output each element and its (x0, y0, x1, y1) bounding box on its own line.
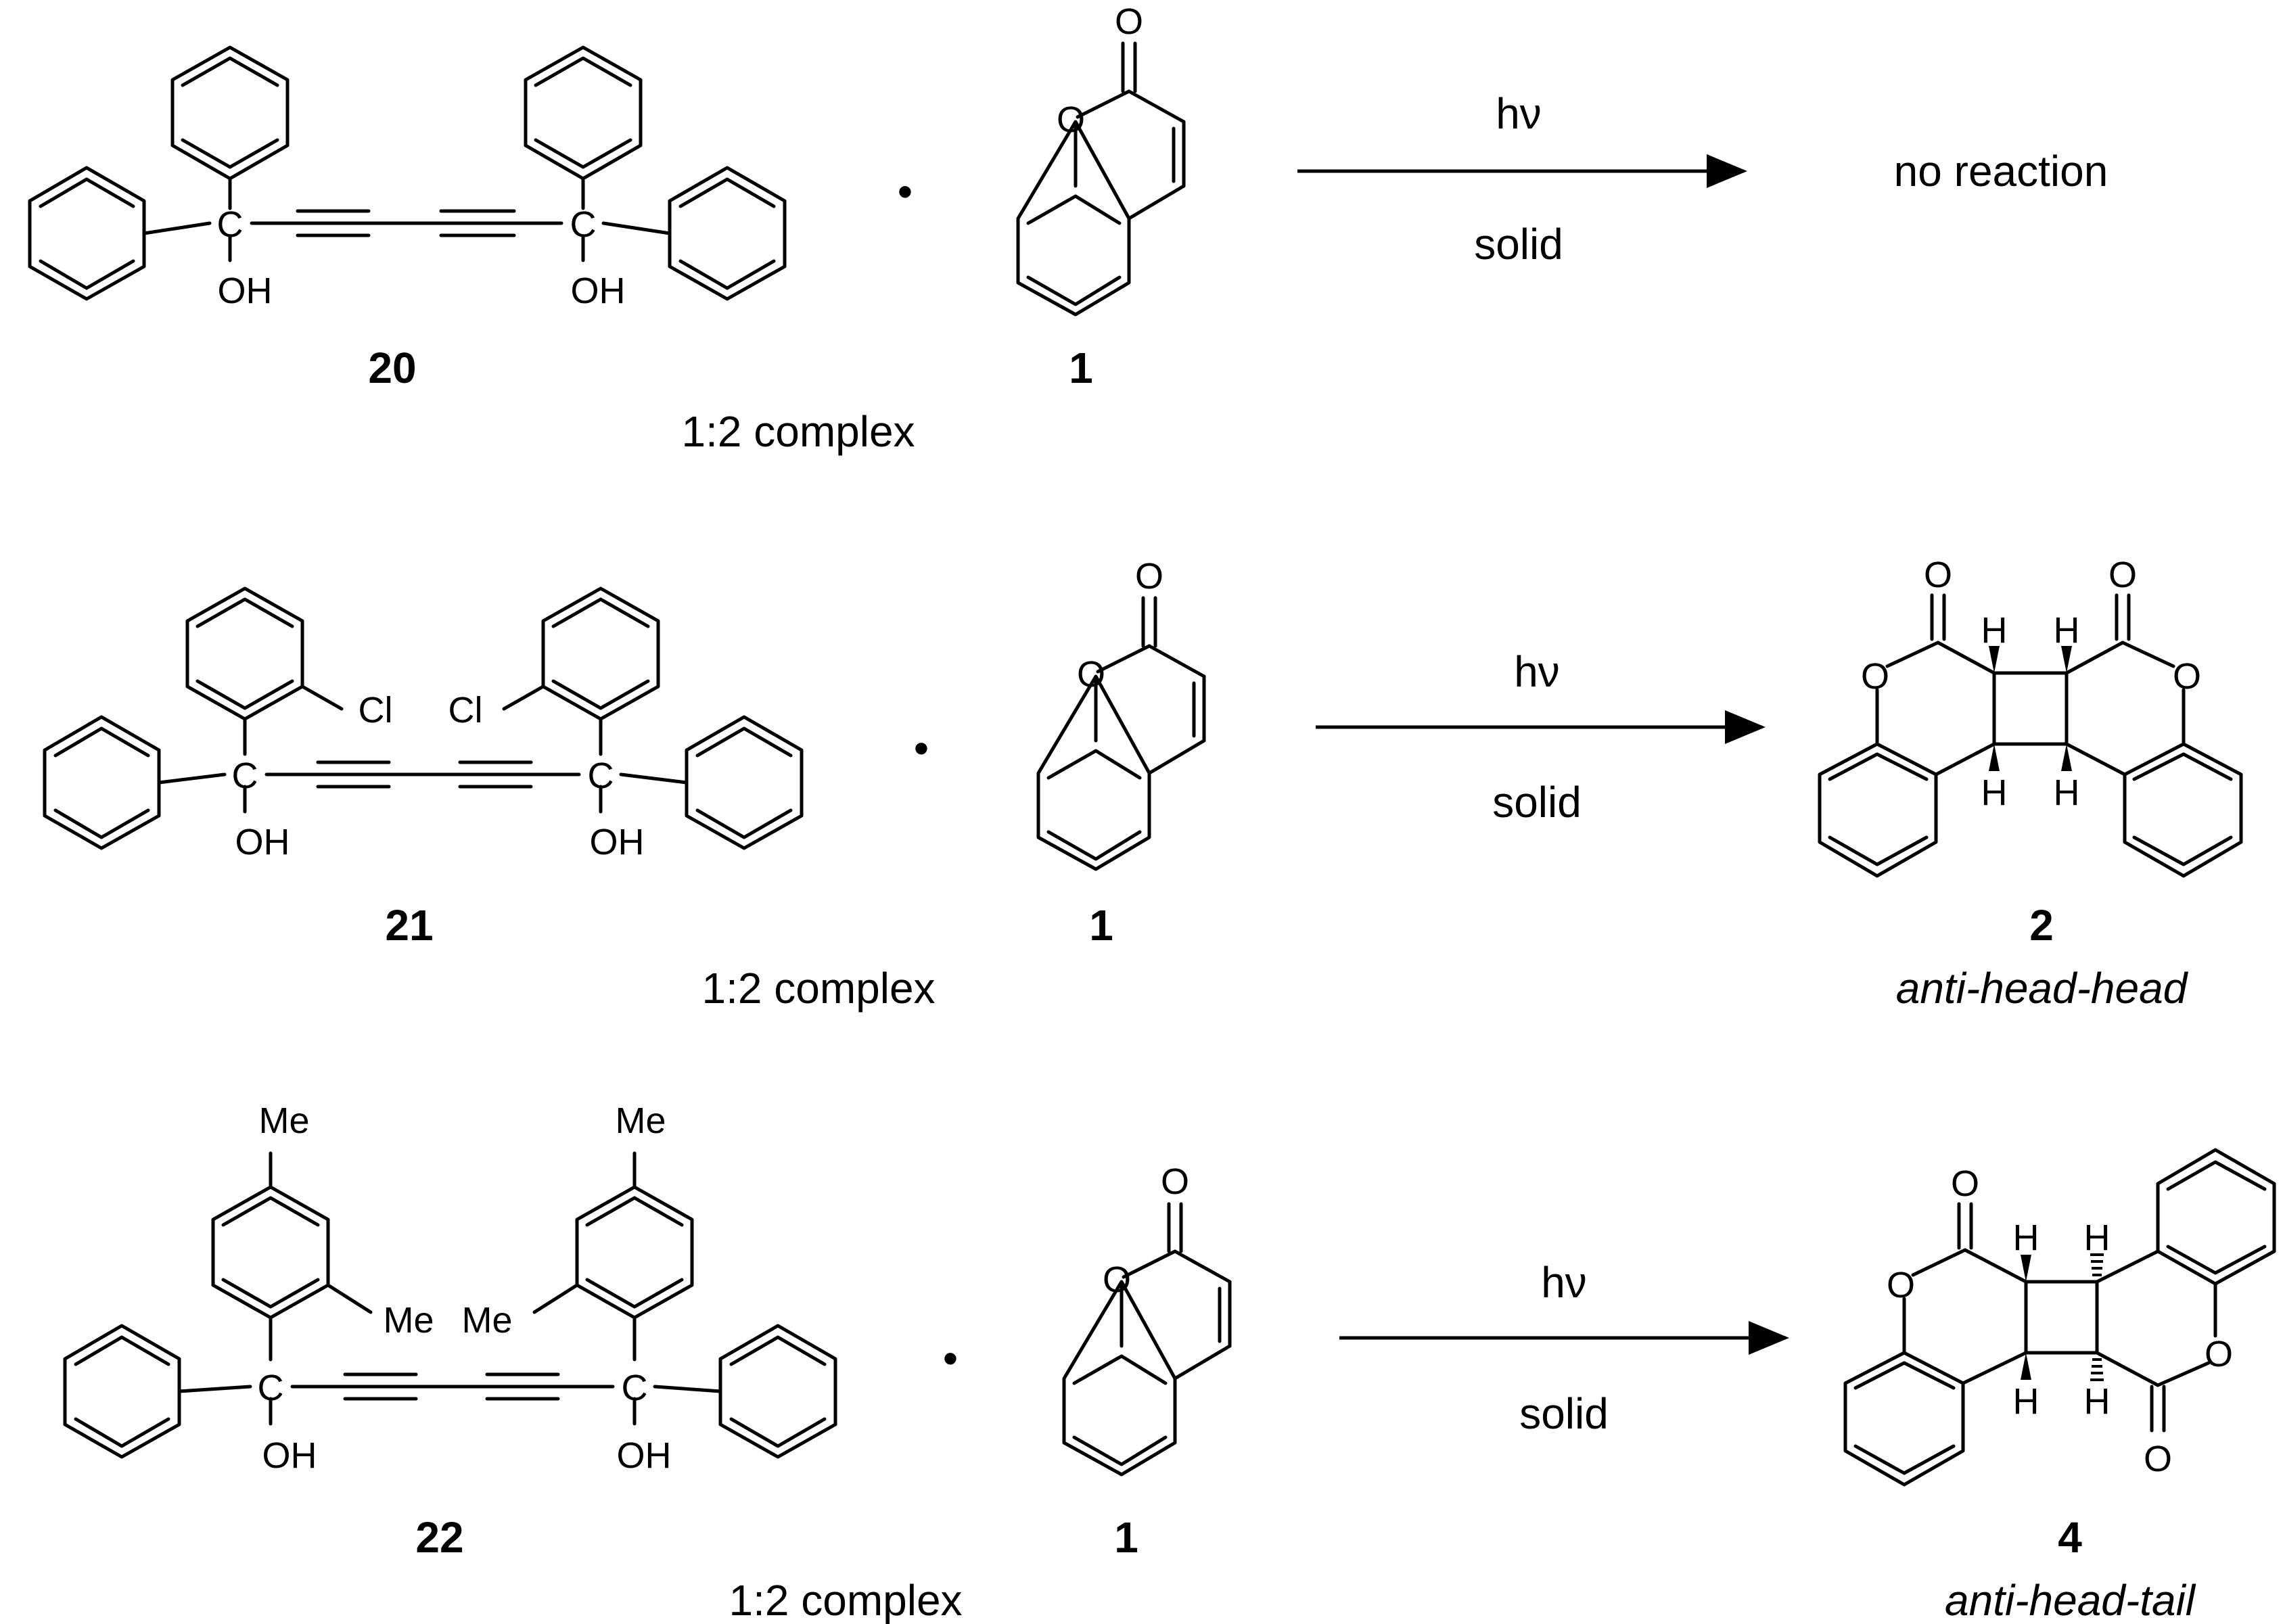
ring-oxygen: O (2205, 1334, 2233, 1374)
hydroxyl-label: OH (262, 1435, 317, 1476)
reaction-row-2: Cl Cl (43, 555, 2243, 1013)
hydroxyl-label: OH (590, 822, 645, 862)
carbonyl-oxygen: O (1161, 1161, 1189, 1202)
cocrystal-dot: • (914, 724, 929, 772)
carbonyl-oxygen: O (1135, 556, 1163, 597)
compound-label-1: 1 (1069, 344, 1093, 392)
carbonyl-oxygen: O (1924, 555, 1952, 595)
hydrogen-label: H (2084, 1381, 2111, 1422)
condition-irradiation: hν (1514, 647, 1560, 696)
dimer-2-structure: H H H H O O O O (1818, 555, 2243, 878)
compound-label-1: 1 (1089, 901, 1113, 950)
donor-22-structure: Me Me Me Me (63, 1100, 837, 1476)
cocrystal-dot: • (943, 1334, 958, 1383)
compound-label-20: 20 (368, 344, 416, 392)
ring-oxygen: O (1057, 99, 1085, 140)
donor-21-structure: Cl Cl (43, 586, 804, 862)
carbon-label: C (217, 204, 244, 245)
ring-oxygen: O (2173, 656, 2201, 697)
condition-phase: solid (1519, 1389, 1609, 1438)
ring-oxygen: O (1077, 654, 1105, 695)
ring-oxygen: O (1103, 1259, 1131, 1300)
complex-ratio: 1:2 complex (729, 1576, 962, 1624)
outcome-text: no reaction (1894, 147, 2108, 195)
reaction-row-3: Me Me Me Me (63, 1100, 2276, 1624)
hydrogen-label: H (2013, 1217, 2039, 1258)
chloro-substituent: Cl (448, 690, 483, 730)
carbon-label: C (588, 756, 614, 796)
ring-oxygen: O (1887, 1265, 1915, 1305)
reaction-row-1: C C OH OH 20 1:2 complex • O O 1 hν soli… (28, 1, 2108, 456)
hydrogen-label: H (1981, 772, 2008, 813)
carbon-label: C (570, 204, 597, 245)
dimer-4-structure: H H H H O O O O (1843, 1148, 2276, 1487)
carbonyl-oxygen: O (1115, 1, 1143, 42)
hydroxyl-label: OH (235, 822, 290, 862)
condition-phase: solid (1474, 220, 1563, 269)
methyl-substituent: Me (383, 1300, 434, 1341)
condition-irradiation: hν (1541, 1258, 1587, 1307)
condition-irradiation: hν (1496, 89, 1542, 138)
condition-phase: solid (1492, 778, 1582, 827)
carbon-label: C (622, 1368, 648, 1408)
stereo-descriptor: anti-head-head (1896, 964, 2189, 1013)
hydroxyl-label: OH (617, 1435, 672, 1476)
stereo-descriptor: anti-head-tail (1945, 1576, 2196, 1624)
compound-label-1: 1 (1114, 1513, 1138, 1562)
coumarin-structure: O O (1036, 556, 1206, 871)
hydrogen-label: H (2084, 1217, 2111, 1258)
carbon-label: C (232, 756, 258, 796)
compound-label-4: 4 (2058, 1513, 2082, 1562)
cocrystal-dot: • (898, 167, 913, 216)
compound-label-2: 2 (2029, 901, 2054, 950)
methyl-substituent: Me (461, 1300, 512, 1341)
methyl-substituent: Me (615, 1100, 666, 1141)
carbonyl-oxygen: O (1951, 1163, 1979, 1204)
complex-ratio: 1:2 complex (701, 964, 935, 1013)
carbonyl-oxygen: O (2108, 555, 2137, 595)
compound-label-21: 21 (385, 901, 433, 950)
complex-ratio: 1:2 complex (681, 407, 915, 456)
compound-label-22: 22 (415, 1513, 463, 1562)
coumarin-structure: O O (1062, 1161, 1232, 1477)
carbonyl-oxygen: O (2144, 1439, 2172, 1479)
methyl-substituent: Me (258, 1100, 309, 1141)
chloro-substituent: Cl (359, 690, 393, 730)
carbon-label: C (258, 1368, 284, 1408)
hydrogen-label: H (1981, 610, 2008, 651)
hydrogen-label: H (2054, 610, 2080, 651)
donor-20-structure: C C OH OH (28, 45, 787, 311)
hydroxyl-label: OH (218, 271, 273, 311)
hydroxyl-label: OH (571, 271, 626, 311)
coumarin-structure: O O (1016, 1, 1186, 317)
ring-oxygen: O (1861, 656, 1889, 697)
hydrogen-label: H (2054, 772, 2080, 813)
hydrogen-label: H (2013, 1381, 2039, 1422)
